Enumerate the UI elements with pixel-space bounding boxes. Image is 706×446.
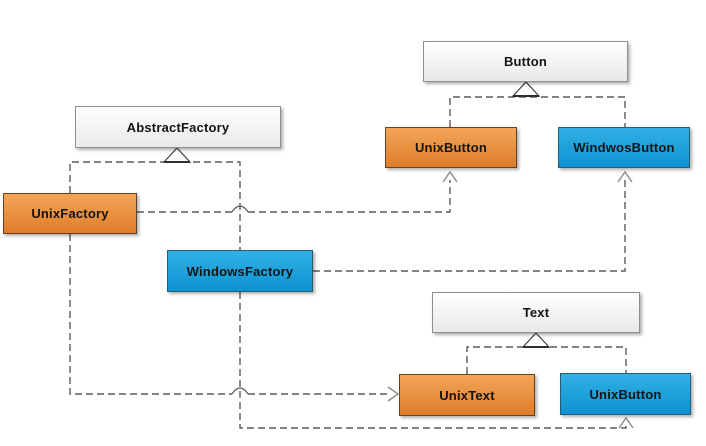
class-label: UnixText [439, 387, 495, 403]
class-box-abstractfactory[interactable]: AbstractFactory [75, 106, 281, 148]
edge-unixfactory-to-unixbutton [137, 180, 451, 213]
class-label: UnixFactory [31, 206, 109, 221]
arrowhead-up [442, 170, 458, 183]
class-label: WindwosButton [573, 140, 675, 155]
inheritance-triangle [511, 81, 541, 97]
line-jump-arcs [231, 205, 249, 395]
line-jump-arc [231, 387, 249, 395]
class-box-windwosbutton[interactable]: WindwosButton [558, 127, 690, 168]
edge-windowsfactory-to-unixbutton [239, 292, 627, 429]
class-box-unixbutton-bottom[interactable]: UnixButton [560, 373, 691, 415]
edge-windowsfactory-to-windwosbutton [313, 180, 626, 272]
dependency-arrowheads [387, 170, 634, 429]
class-box-button[interactable]: Button [423, 41, 628, 82]
class-label: AbstractFactory [126, 119, 230, 135]
class-label: Text [522, 305, 550, 320]
inheritance-triangle [521, 332, 551, 348]
dependency-connectors [69, 180, 627, 429]
class-box-unixbutton[interactable]: UnixButton [385, 127, 517, 168]
class-label: Button [503, 54, 548, 69]
class-box-unixtext[interactable]: UnixText [399, 374, 535, 416]
class-label: UnixButton [414, 140, 488, 155]
inheritance-triangle [162, 147, 192, 163]
class-box-unixfactory[interactable]: UnixFactory [3, 193, 137, 234]
edge-buttons-to-button [449, 96, 626, 127]
class-box-windowsfactory[interactable]: WindowsFactory [167, 250, 313, 292]
class-label: UnixButton [589, 386, 662, 402]
inheritance-triangle-bases [164, 95, 549, 348]
arrowhead-right [387, 386, 400, 402]
edge-texts-to-text [466, 346, 627, 374]
line-jump-arc [231, 205, 249, 213]
edge-unixfactory-to-unixtext [69, 234, 390, 395]
arrowhead-up [618, 416, 634, 429]
class-label: WindowsFactory [186, 263, 294, 279]
class-box-text[interactable]: Text [432, 292, 640, 333]
arrowhead-up [617, 170, 633, 183]
